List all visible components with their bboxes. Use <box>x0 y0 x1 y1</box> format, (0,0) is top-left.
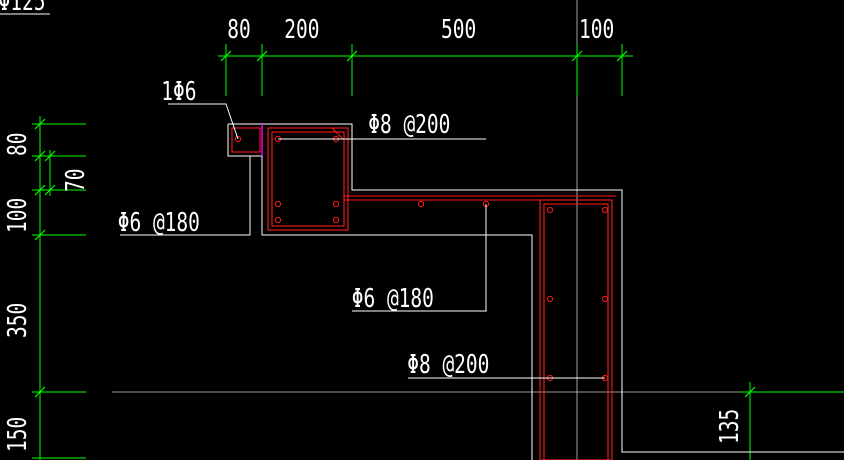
rebar-labels: 1Φ6 Φ8 @200 Φ6 @180 Φ6 @180 Φ8 @200 <box>118 77 490 379</box>
left-tick-4 <box>34 229 46 241</box>
concrete-outline <box>228 123 844 453</box>
rebar-dot <box>417 200 425 208</box>
corner-label: Φ125 <box>0 0 45 17</box>
rebar <box>231 124 616 460</box>
top-dim-500: 500 <box>441 15 476 44</box>
rebar-dot <box>234 135 242 143</box>
rebar-dot <box>332 216 340 224</box>
wall-stirrup <box>539 199 613 460</box>
left-dim-150: 150 <box>3 417 32 452</box>
left-tick-7 <box>44 184 56 196</box>
top-dimension-chain: 80 200 500 100 <box>218 15 633 96</box>
left-dim-100: 100 <box>3 198 32 233</box>
wall-bar-label: Φ8 @200 <box>407 350 489 379</box>
tie-bar-label: 1Φ6 <box>161 77 196 106</box>
left-tick-1 <box>34 118 46 130</box>
axis-lines <box>112 0 844 460</box>
rebar-dot <box>332 200 340 208</box>
rebar-dot <box>546 206 554 214</box>
slab-dist-bar-label: Φ6 @180 <box>118 208 200 237</box>
tie-stirrup <box>231 127 261 153</box>
beam-stirrup <box>267 127 349 231</box>
rebar-dots <box>234 135 609 382</box>
left-dim-70: 70 <box>61 169 90 192</box>
leader-lines <box>120 103 605 379</box>
top-tick-1 <box>220 50 232 62</box>
slab-main-bar-leader <box>352 204 487 312</box>
rebar-dot <box>601 295 609 303</box>
concrete-outline-lower <box>227 124 533 460</box>
beam-stirrup-label: Φ8 @200 <box>368 110 450 139</box>
right-tick-1 <box>744 386 756 398</box>
hook-stub <box>331 127 345 141</box>
beam-stirrup-inner <box>271 131 345 227</box>
top-tick-2 <box>256 50 268 62</box>
left-tick-5 <box>34 386 46 398</box>
right-dimension: 135 <box>715 382 844 460</box>
left-tick-6 <box>44 150 56 162</box>
top-tick-4 <box>571 50 583 62</box>
right-dim-135: 135 <box>715 409 744 444</box>
rebar-dot <box>546 295 554 303</box>
slab-dist-bar-leader <box>120 156 251 236</box>
left-tick-3 <box>34 184 46 196</box>
rebar-dot <box>274 216 282 224</box>
top-tick-3 <box>346 50 358 62</box>
wall-stirrup-inner <box>543 203 609 460</box>
rebar-dot <box>601 206 609 214</box>
top-dim-100: 100 <box>579 15 614 44</box>
left-tick-2 <box>34 150 46 162</box>
top-dim-200: 200 <box>284 15 319 44</box>
top-dim-80: 80 <box>227 15 250 44</box>
left-dim-80: 80 <box>3 133 32 156</box>
slab-main-bar-label: Φ6 @180 <box>352 284 434 313</box>
left-dim-350: 350 <box>3 303 32 338</box>
tie-bar-leader <box>168 103 239 140</box>
left-dimension-chain: 80 70 100 350 150 <box>3 116 91 460</box>
top-tick-5 <box>616 50 628 62</box>
rebar-dot <box>274 200 282 208</box>
